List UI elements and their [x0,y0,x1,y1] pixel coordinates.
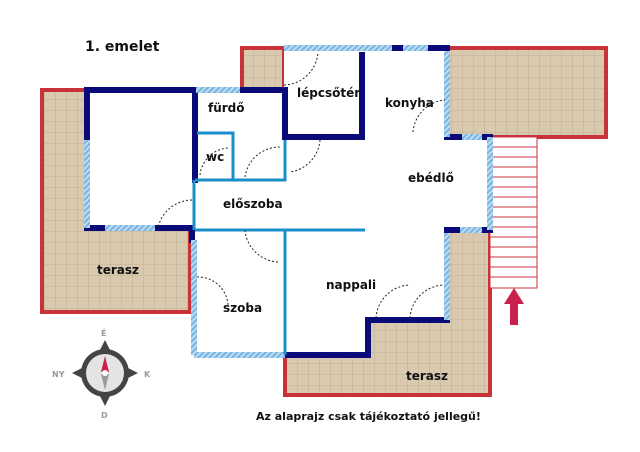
room-label-terasz-bottom: terasz [406,369,448,383]
windows [84,45,493,358]
room-label-terasz-left: terasz [97,263,139,277]
compass-east: K [144,370,151,379]
compass-icon: É D K NY [52,327,151,420]
inner-walls [192,131,365,355]
terrace-top-right [443,46,608,139]
room-label-ebedlo: ebédlő [408,171,454,185]
staircase [489,136,538,289]
disclaimer-note: Az alaprajz csak tájékoztató jellegű! [256,410,481,423]
floor-title: 1. emelet [85,39,160,55]
terrace-top-small [240,46,286,92]
compass-west: NY [52,370,65,379]
door-swings [157,51,446,319]
room-label-nappali: nappali [326,278,376,292]
room-label-lepcsoter: lépcsőtér [297,86,360,100]
room-label-eloszoba: előszoba [223,197,283,211]
room-label-furdo: fürdő [208,101,245,115]
room-label-szoba: szoba [223,301,262,315]
room-label-wc: wc [206,150,224,164]
outer-walls [84,45,493,358]
entrance-arrow-icon [504,288,524,325]
compass-north: É [101,327,106,338]
compass-south: D [101,411,108,420]
room-label-konyha: konyha [385,96,434,110]
